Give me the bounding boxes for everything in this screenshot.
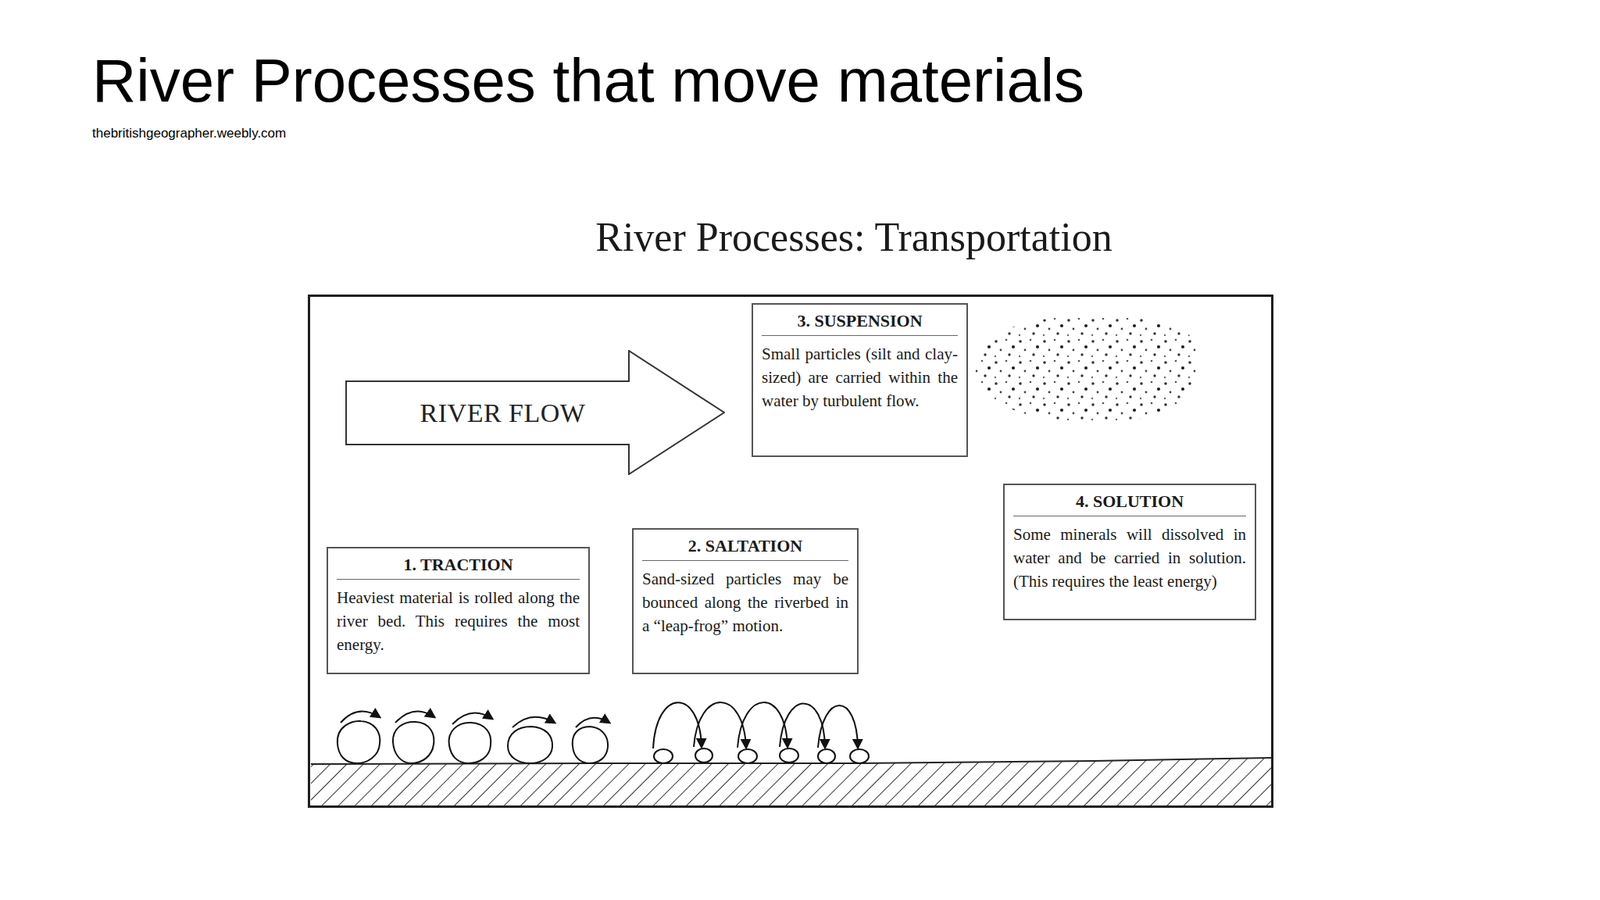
box-heading: 2. SALTATION [642, 535, 849, 561]
saltation-arc [817, 705, 858, 748]
box-heading: 1. TRACTION [336, 553, 580, 580]
box-body: Heaviest material is rolled along the ri… [336, 585, 580, 657]
rolling-arrow [340, 710, 380, 723]
pebble [817, 749, 836, 764]
suspended-particles [975, 317, 1198, 422]
process-box: 1. TRACTION Heaviest material is rolled a… [326, 546, 590, 675]
rolling-arrow [395, 710, 435, 723]
rolling-arrow [452, 712, 493, 725]
pebble [449, 722, 492, 764]
arrow-label: RIVER FLOW [360, 381, 645, 445]
slide-title: River Processes that move materials [92, 45, 1085, 116]
box-heading: 3. SUSPENSION [761, 310, 958, 336]
process-box: 2. SALTATION Sand-sized particles may be … [632, 528, 859, 675]
pebble [572, 726, 608, 764]
diagram-frame: RIVER FLOW 3. SUSPENSION Small particles (… [307, 294, 1274, 808]
pebble [738, 749, 758, 764]
pebble [850, 749, 869, 764]
pebble [337, 721, 380, 764]
pebble [653, 749, 673, 764]
flow-arrow: RIVER FLOW [345, 350, 725, 475]
rolling-arrow [575, 717, 610, 728]
process-box: 3. SUSPENSION Small particles (silt and c… [751, 303, 968, 458]
pebble [779, 748, 799, 763]
saltation-arcs [653, 702, 858, 749]
rolling-arrow [512, 717, 555, 728]
rolling-arrows [340, 710, 610, 728]
box-heading: 4. SOLUTION [1013, 490, 1247, 517]
box-body: Some minerals will dissolved in water an… [1013, 522, 1247, 593]
process-box: 4. SOLUTION Some minerals will dissolved … [1003, 483, 1257, 621]
source-credit: thebritishgeographer.weebly.com [92, 125, 286, 143]
box-body: Sand-sized particles may be bounced alon… [642, 567, 849, 638]
diagram-heading: River Processes: Transportation [541, 212, 1167, 263]
traction-pebbles [337, 721, 608, 764]
pebble [695, 748, 713, 763]
river-bed [310, 757, 1272, 806]
flow-arrow-outline [346, 350, 725, 475]
box-body: Small particles (silt and clay-sized) ar… [761, 342, 958, 413]
saltation-pebbles [653, 748, 869, 764]
pebble [507, 726, 553, 764]
pebble [392, 721, 434, 764]
